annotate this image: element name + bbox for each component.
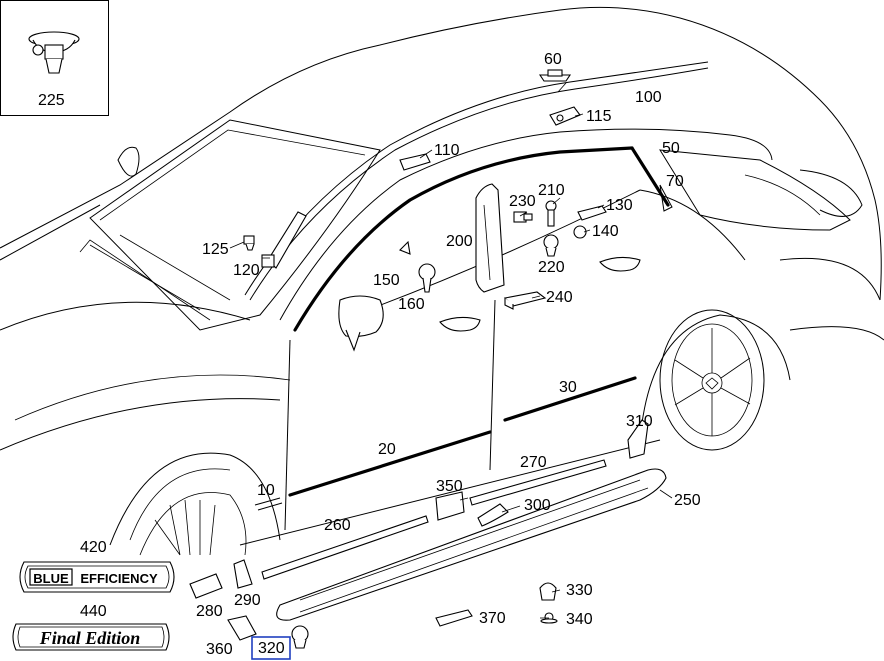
callout-10[interactable]: 10	[257, 482, 275, 499]
callout-30[interactable]: 30	[559, 379, 577, 396]
callout-290[interactable]: 290	[234, 592, 261, 609]
part-370-bracket	[435, 609, 473, 627]
callout-250[interactable]: 250	[674, 492, 701, 509]
callout-60[interactable]: 60	[544, 51, 562, 68]
part-290-clip	[233, 559, 253, 589]
callout-340[interactable]: 340	[566, 611, 593, 628]
callout-240[interactable]: 240	[546, 289, 573, 306]
part-310-trim	[627, 419, 649, 459]
part-160-screw	[418, 263, 436, 293]
callout-260[interactable]: 260	[324, 517, 351, 534]
callout-labels: 225 60 100 115 110 50 70 230 210 130 140…	[38, 51, 701, 658]
callout-420[interactable]: 420	[80, 539, 107, 556]
part-270-strip	[469, 459, 607, 506]
callout-100[interactable]: 100	[635, 89, 662, 106]
blue-efficiency-badge: BLUE EFFICIENCY	[19, 561, 175, 593]
selection-highlight-320	[251, 636, 291, 660]
part-340-rivet	[540, 612, 558, 624]
callout-130[interactable]: 130	[606, 197, 633, 214]
callout-330[interactable]: 330	[566, 582, 593, 599]
callout-350[interactable]: 350	[436, 478, 463, 495]
badge-final-edition-text: Final Edition	[39, 628, 141, 648]
part-200-trim	[475, 183, 505, 293]
part-110-clip	[399, 153, 431, 171]
callout-230[interactable]: 230	[509, 193, 536, 210]
callout-140[interactable]: 140	[592, 223, 619, 240]
badge-word-blue: BLUE	[33, 571, 69, 586]
callout-210[interactable]: 210	[538, 182, 565, 199]
clip-225-drawing	[28, 31, 80, 74]
callout-125[interactable]: 125	[202, 241, 229, 258]
callout-270[interactable]: 270	[520, 454, 547, 471]
callout-115[interactable]: 115	[586, 108, 612, 125]
part-350-bracket	[435, 491, 465, 521]
callout-70[interactable]: 70	[666, 173, 684, 190]
callout-320[interactable]: 320	[258, 640, 285, 657]
callout-225[interactable]: 225	[38, 92, 65, 109]
callout-310[interactable]: 310	[626, 413, 653, 430]
callout-20[interactable]: 20	[378, 441, 396, 458]
final-edition-badge: Final Edition	[12, 623, 170, 651]
part-300-bracket	[477, 503, 509, 527]
part-360-bracket	[227, 615, 257, 641]
part-230-bolt	[513, 211, 533, 223]
callout-120[interactable]: 120	[233, 262, 260, 279]
front-wheel	[139, 492, 247, 556]
badge-word-efficiency: EFFICIENCY	[80, 571, 158, 586]
callout-220[interactable]: 220	[538, 259, 565, 276]
part-10-20-30-door-strips	[254, 376, 637, 511]
car-body-outline	[0, 6, 884, 556]
part-320-clip	[291, 625, 309, 649]
part-210-pin	[545, 200, 557, 227]
part-330-nut	[539, 582, 557, 601]
rear-wheel	[659, 309, 765, 451]
part-140-clip	[573, 225, 587, 239]
callout-200[interactable]: 200	[446, 233, 473, 250]
callout-110[interactable]: 110	[434, 142, 460, 159]
callout-50[interactable]: 50	[662, 140, 680, 157]
part-130-clip	[577, 205, 607, 221]
part-125-clip	[243, 235, 255, 251]
part-260-strip	[261, 515, 429, 580]
part-250-sill-panel	[276, 468, 667, 621]
part-120-bracket	[261, 211, 307, 269]
part-240-pad	[503, 291, 547, 310]
leader-lines	[229, 82, 673, 619]
callout-440[interactable]: 440	[80, 603, 107, 620]
callout-360[interactable]: 360	[206, 641, 233, 658]
part-220-clip	[543, 234, 559, 257]
callout-150[interactable]: 150	[373, 272, 400, 289]
part-60-clip	[538, 69, 572, 82]
inset-box-225	[0, 0, 109, 116]
callout-370[interactable]: 370	[479, 610, 506, 627]
callout-280[interactable]: 280	[196, 603, 223, 620]
callout-160[interactable]: 160	[398, 296, 425, 313]
callout-300[interactable]: 300	[524, 497, 551, 514]
part-150-clip	[399, 240, 411, 255]
part-280-clip	[189, 573, 223, 599]
